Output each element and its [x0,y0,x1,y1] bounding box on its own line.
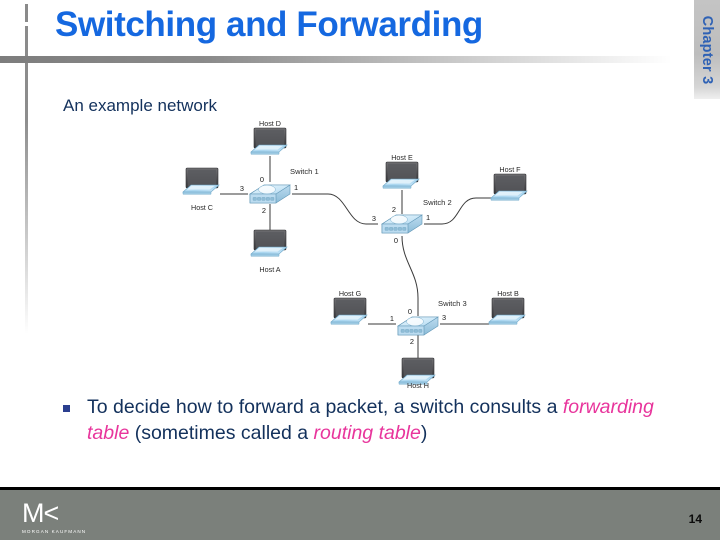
host-label: Host H [407,381,429,390]
host-label: Host C [191,203,213,212]
chapter-tab-label: Chapter 3 [699,15,715,84]
list-item: To decide how to forward a packet, a swi… [63,395,683,446]
host-node-f: Host F [490,165,528,201]
horizontal-accent-rule [0,56,700,63]
host-node-a: Host A [250,229,288,274]
host-node-h: Host H [398,357,436,390]
port-label-left: 3 [372,214,376,223]
port-label-bottom: 2 [262,206,266,215]
switch-label: Switch 2 [423,198,452,207]
host-label: Host E [391,153,413,162]
host-node-c: Host C [182,167,220,212]
bullet-text-part1: To decide how to forward a packet, a swi… [87,396,563,418]
switch-node-2: Switch 2 2 3 1 0 [372,198,452,245]
vertical-rule-gap [24,22,29,26]
page-title: Switching and Forwarding [55,5,483,44]
bullet-list: To decide how to forward a packet, a swi… [63,395,683,446]
slide-subheading: An example network [63,96,218,115]
port-label-top: 0 [408,307,412,316]
host-node-d: Host D [250,119,288,155]
switch-node-3: Switch 3 0 1 3 2 [390,299,467,346]
host-node-g: Host G [330,289,368,325]
port-label-bottom: 0 [394,236,398,245]
switch-label: Switch 3 [438,299,467,308]
port-label-right: 1 [426,213,430,222]
port-label-right: 3 [442,313,446,322]
bullet-text-part3: ) [420,421,428,444]
host-node-e: Host E [382,153,420,189]
port-label-bottom: 2 [410,337,414,346]
emphasis-forwarding-table: forwarding table [87,396,654,444]
footer-divider [0,487,720,490]
port-label-top: 0 [260,175,264,184]
host-label: Host D [259,119,281,128]
diagram-links [220,156,492,362]
port-label-left: 3 [240,184,244,193]
port-label-left: 1 [390,314,394,323]
logo-wordmark: MORGAN KAUFMANN [22,529,87,534]
switch-node-1: Switch 1 0 3 1 2 [240,167,319,215]
logo-mark: M< [22,498,59,528]
network-diagram: Host D Host C Host A Switch 1 0 3 1 2 Ho… [180,112,540,392]
bullet-text-part2: (sometimes called a [129,421,314,444]
host-node-b: Host B [488,289,526,325]
page-number: 14 [688,512,702,526]
port-label-right: 1 [294,183,298,192]
chapter-tab: Chapter 3 [694,0,720,99]
switch-label: Switch 1 [290,167,319,176]
host-label: Host A [259,265,280,274]
emphasis-routing-table: routing table [313,421,421,444]
host-label: Host B [497,289,519,298]
footer-bar [0,490,720,540]
square-bullet-icon [63,405,70,412]
port-label-top: 2 [392,205,396,214]
host-label: Host G [339,289,362,298]
host-label: Host F [499,165,521,174]
bullet-text: To decide how to forward a packet, a swi… [87,395,683,446]
morgan-kaufmann-logo: M< MORGAN KAUFMANN [22,500,142,536]
vertical-accent-rule [25,4,28,334]
